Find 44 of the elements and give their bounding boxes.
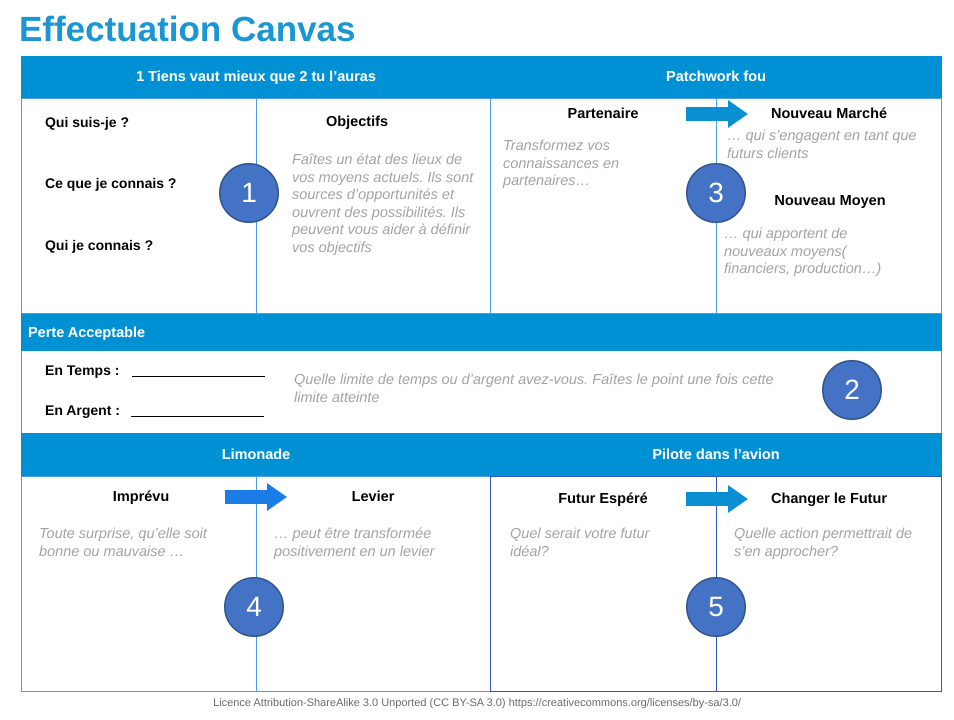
heading-text: Nouveau Moyen [774, 193, 886, 210]
block-arrow [225, 483, 287, 511]
section-header: Perte Acceptable [21, 314, 942, 351]
heading-text: Levier [352, 488, 394, 507]
heading-text: Objectifs [326, 114, 388, 131]
description-text: Quelle limite de temps ou d’argent avez-vous. Faîtes le point une fois cette limite atteinte [294, 372, 775, 407]
question-text: Qui je connais ? [45, 237, 154, 254]
question-text: Qui suis-je ? [45, 114, 130, 131]
section-header: 1 Tiens vaut mieux que 2 tu l’auras [21, 56, 491, 98]
number-badge: 5 [686, 577, 746, 637]
description-text: Quelle action permettrait de s’en approcher? [734, 526, 914, 561]
section-header: Patchwork fou [490, 56, 942, 98]
block-arrow [686, 485, 748, 513]
canvas-section [21, 56, 491, 314]
heading-text: Nouveau Marché [770, 105, 888, 124]
section-header: Pilote dans l’avion [490, 433, 942, 476]
heading-text: Changer le Futur [771, 490, 887, 509]
heading-text: Partenaire [568, 105, 638, 124]
heading-text: Imprévu [112, 488, 170, 507]
description-text: … qui s’engagent en tant que futurs clients [727, 128, 917, 163]
canvas-section [21, 314, 942, 434]
section-header: Limonade [21, 433, 491, 476]
canvas-cell [256, 98, 491, 314]
heading-text: Futur Espéré [558, 490, 648, 509]
canvas-section [490, 433, 942, 692]
canvas-cell [21, 98, 257, 314]
page-title: Effectuation Canvas [19, 9, 356, 51]
description-text: Toute surprise, qu’elle soit bonne ou mauvaise … [39, 526, 208, 561]
block-arrow [686, 100, 748, 128]
question-text: Ce que je connais ? [45, 175, 176, 192]
licence-caption: Licence Attribution-ShareAlike 3.0 Unported (CC BY-SA 3.0) https://creativecommons.org/licenses/by-sa/3.0/ [213, 697, 741, 710]
canvas-section [21, 433, 491, 692]
canvas-section [490, 56, 942, 314]
description-text: Transformez vos connaissances en partenaires… [503, 138, 620, 190]
field-label: En Temps : [45, 362, 120, 379]
number-badge: 1 [219, 163, 279, 223]
field-label: En Argent : [45, 402, 120, 419]
description-text: … peut être transformée positivement en un levier [274, 526, 436, 561]
description-text: … qui apportent de nouveaux moyens( financiers, production…) [724, 226, 882, 278]
number-badge: 3 [686, 163, 746, 223]
number-badge: 4 [224, 577, 284, 637]
description-text: Quel serait votre futur idéal? [510, 526, 651, 561]
number-badge: 2 [822, 360, 882, 420]
description-text: Faîtes un état des lieux de vos moyens actuels. Ils sont sources d’opportunités et ouvrent des possibilités. Ils peuvent vous aider à définir vos objectifs [292, 152, 475, 257]
